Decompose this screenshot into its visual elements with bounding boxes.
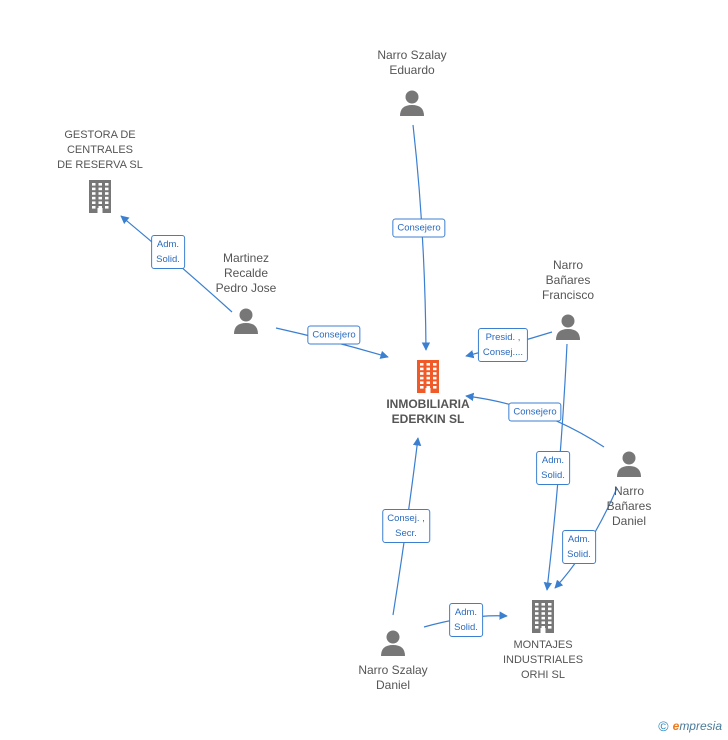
edge-label-e5[interactable]: Consejero: [508, 402, 562, 422]
watermark: © empresia: [658, 718, 722, 734]
edge-label-e7[interactable]: Adm. Solid.: [562, 530, 596, 564]
node-label-narro-francisco[interactable]: Narro Bañares Francisco: [541, 258, 594, 302]
building-icon-montajes[interactable]: [528, 599, 558, 638]
node-label-montajes[interactable]: MONTAJES INDUSTRIALES ORHI SL: [502, 639, 584, 681]
person-icon-martinez[interactable]: [231, 306, 261, 341]
edge-label-e4[interactable]: Presid. , Consej....: [477, 328, 529, 362]
brand-logo: empresia: [673, 719, 722, 733]
edges-layer: [120, 124, 618, 628]
edge-label-e6[interactable]: Adm. Solid.: [536, 451, 570, 485]
node-label-narro-eduardo[interactable]: Narro Szalay Eduardo: [377, 48, 447, 77]
edge-line-e2: [412, 124, 431, 351]
edge-label-e2[interactable]: Consejero: [392, 218, 446, 238]
person-icon-narro-eduardo[interactable]: [397, 88, 427, 123]
node-label-gestora[interactable]: GESTORA DE CENTRALES DE RESERVA SL: [57, 129, 143, 171]
edge-label-e1[interactable]: Adm. Solid.: [151, 235, 185, 269]
brand-logo-initial: e: [672, 719, 680, 733]
building-icon-gestora[interactable]: [85, 179, 115, 218]
brand-logo-text: mpresia: [679, 719, 722, 733]
person-icon-narro-bdaniel[interactable]: [614, 449, 644, 484]
copyright-icon: ©: [658, 718, 669, 734]
person-icon-narro-sdaniel[interactable]: [378, 628, 408, 663]
node-label-narro-sdaniel[interactable]: Narro Szalay Daniel: [358, 663, 428, 692]
edge-label-e3[interactable]: Consejero: [307, 325, 361, 345]
building-icon-inmobiliaria[interactable]: [413, 359, 443, 398]
node-label-narro-bdaniel[interactable]: Narro Bañares Daniel: [606, 484, 652, 528]
edge-label-e8[interactable]: Consej. , Secr.: [382, 509, 430, 543]
person-icon-narro-francisco[interactable]: [553, 312, 583, 347]
node-label-inmobiliaria[interactable]: INMOBILIARIA EDERKIN SL: [386, 397, 470, 426]
node-label-martinez[interactable]: Martinez Recalde Pedro Jose: [215, 251, 277, 295]
edge-label-e9[interactable]: Adm. Solid.: [449, 603, 483, 637]
